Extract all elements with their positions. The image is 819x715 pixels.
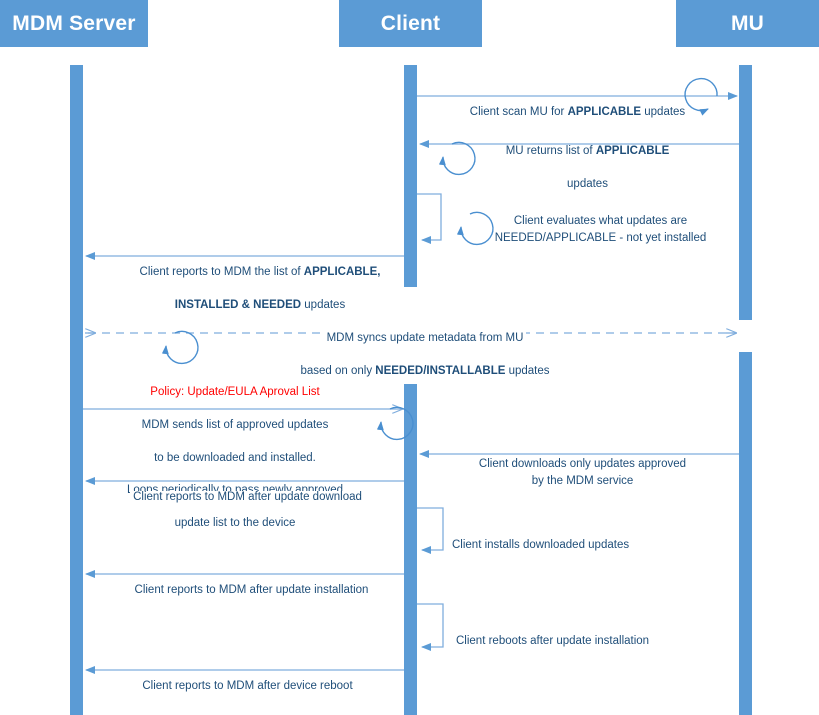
message-m6 <box>83 407 414 441</box>
message-m11 <box>417 603 444 651</box>
message-m3 <box>417 193 494 246</box>
actor-header-mu[interactable]: MU <box>676 0 819 47</box>
lifeline-mu-upper <box>739 65 752 320</box>
lifeline-mdm <box>70 65 83 715</box>
message-m2 <box>419 140 739 176</box>
actor-header-mdm[interactable]: MDM Server <box>0 0 148 47</box>
lifelines <box>70 65 752 715</box>
message-m5 <box>85 331 736 365</box>
actor-label-client: Client <box>380 11 441 35</box>
message-m9 <box>417 507 444 554</box>
lifeline-client-lower <box>404 384 417 715</box>
actor-label-mdm: MDM Server <box>12 11 136 35</box>
lifeline-client-upper <box>404 65 417 287</box>
lifeline-mu-lower <box>739 352 752 715</box>
actor-header-client[interactable]: Client <box>339 0 482 47</box>
message-m1 <box>417 77 738 116</box>
actor-label-mu: MU <box>730 11 765 35</box>
